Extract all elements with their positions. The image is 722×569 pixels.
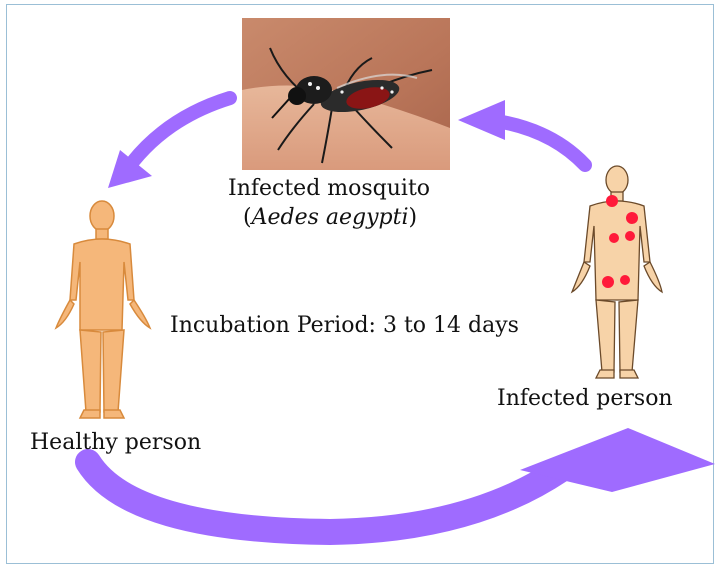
infected-person-label: Infected person bbox=[497, 386, 673, 411]
human-figure-icon bbox=[56, 201, 150, 418]
incubation-label: Incubation Period: 3 to 14 days bbox=[170, 313, 519, 338]
species-close-paren: ) bbox=[409, 205, 418, 230]
species-open-paren: ( bbox=[243, 205, 252, 230]
human-figure-with-lesions-icon bbox=[572, 166, 662, 378]
species-label: (Aedes aegypti) bbox=[243, 205, 417, 230]
mosquito-label: Infected mosquito bbox=[228, 176, 430, 201]
healthy-person-label: Healthy person bbox=[30, 430, 201, 455]
arrow-mosquito-to-healthy bbox=[108, 98, 230, 188]
species-name: Aedes aegypti bbox=[252, 205, 409, 230]
arrow-infected-to-mosquito bbox=[458, 100, 585, 165]
